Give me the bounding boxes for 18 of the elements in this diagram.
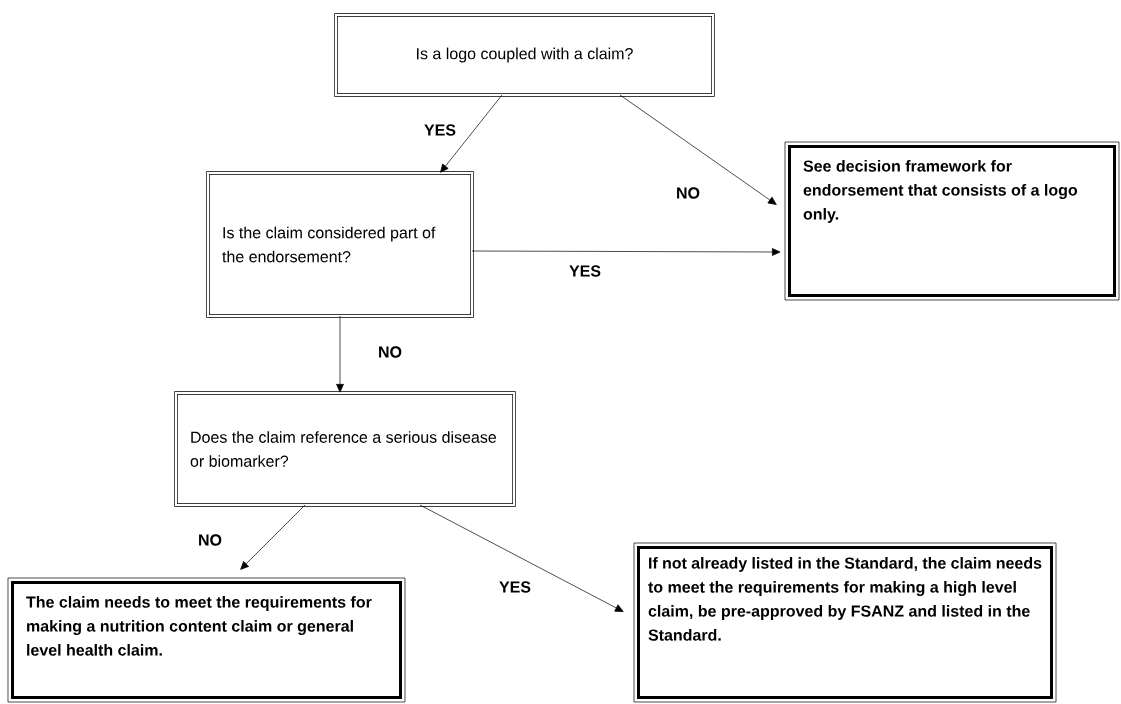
arrow: [336, 315, 344, 393]
decision-box: Is a logo coupled with a claim?: [334, 13, 715, 97]
arrow: [471, 248, 781, 256]
arrow: [419, 504, 624, 612]
edge-label: NO: [377, 345, 403, 359]
arrow: [619, 94, 777, 205]
arrow: [240, 504, 306, 570]
decision-box: If not already listed in the Standard, the claim needs to meet the requirements for making a high level claim, be pre-approved by FSANZ and listed in the Standard.: [633, 542, 1057, 703]
arrow: [440, 94, 503, 173]
edge-label: YES: [423, 123, 457, 137]
edge-label: NO: [675, 186, 701, 200]
decision-box: The claim needs to meet the requirements for making a nutrition content claim or general level health claim.: [7, 577, 406, 703]
decision-box: See decision framework for endorsement that consists of a logo only.: [784, 141, 1120, 301]
edge-label: NO: [197, 533, 223, 547]
edge-label: YES: [568, 264, 602, 278]
decision-box: Does the claim reference a serious disease or biomarker?: [174, 391, 516, 507]
decision-box: Is the claim considered part of the endorsement?: [206, 171, 474, 318]
edge-label: YES: [498, 580, 532, 594]
